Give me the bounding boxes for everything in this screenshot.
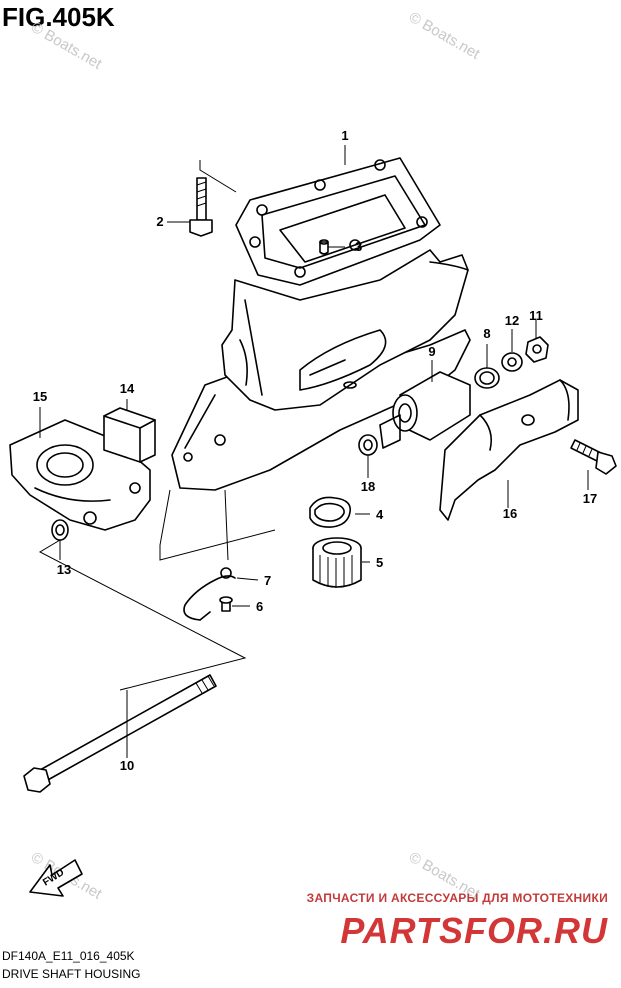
callout-part-11: 11 [529, 308, 543, 323]
screw-part-6 [219, 596, 233, 612]
diagram-caption: DRIVE SHAFT HOUSING [2, 967, 140, 981]
callout-part-1: 1 [341, 128, 348, 143]
long-bolt-part-10 [23, 674, 217, 793]
callout-part-12: 12 [505, 313, 519, 328]
diagram-code: DF140A_E11_016_405K [2, 949, 135, 963]
callout-part-16: 16 [503, 506, 517, 521]
drive-shaft-housing [171, 157, 471, 491]
forward-direction-marker: FWD [29, 859, 83, 897]
callout-part-8: 8 [483, 326, 490, 341]
washer-part-12 [501, 352, 523, 372]
pad-part-14 [103, 407, 156, 463]
guide-line [199, 160, 237, 193]
figure-label: FIG.405K [2, 2, 115, 32]
callout-labels: 1 2 3 4 5 6 7 8 9 10 11 12 13 14 15 16 1… [33, 128, 597, 773]
callout-part-3: 3 [355, 239, 362, 254]
bolt-part-17 [570, 439, 617, 475]
guide-line [159, 489, 276, 561]
bearing-part-5 [312, 537, 362, 588]
washer-part-13 [51, 519, 69, 541]
brand-watermark: ЗАПЧАСТИ И АКСЕССУАРЫ ДЛЯ МОТОТЕХНИКИ PA… [307, 891, 608, 951]
bolt-part-2 [189, 177, 213, 237]
brand-name: PARTSFOR.RU [340, 910, 608, 951]
watermark: © Boats.net [406, 9, 483, 63]
guide-line [38, 539, 247, 691]
cylinder-part-9 [379, 371, 471, 449]
callout-leaders [39, 145, 589, 758]
brand-tagline: ЗАПЧАСТИ И АКСЕССУАРЫ ДЛЯ МОТОТЕХНИКИ [307, 891, 608, 905]
clip-part-7 [183, 567, 236, 621]
callout-part-14: 14 [120, 381, 135, 396]
callout-part-2: 2 [156, 214, 163, 229]
callout-part-15: 15 [33, 389, 47, 404]
callout-part-7: 7 [264, 573, 271, 588]
callout-part-18: 18 [361, 479, 375, 494]
callout-part-10: 10 [120, 758, 134, 773]
nut-part-11 [525, 336, 549, 363]
callout-part-5: 5 [376, 555, 383, 570]
callout-part-17: 17 [583, 491, 597, 506]
washer-part-18 [358, 434, 378, 456]
callout-part-9: 9 [428, 344, 435, 359]
seal-part-4 [309, 496, 352, 528]
guide-line [224, 489, 229, 561]
callout-part-13: 13 [57, 562, 71, 577]
callout-part-4: 4 [376, 507, 384, 522]
arrow-icon [29, 859, 83, 897]
callout-part-6: 6 [256, 599, 263, 614]
bracket-part-16 [439, 379, 579, 521]
washer-part-8 [474, 367, 500, 389]
